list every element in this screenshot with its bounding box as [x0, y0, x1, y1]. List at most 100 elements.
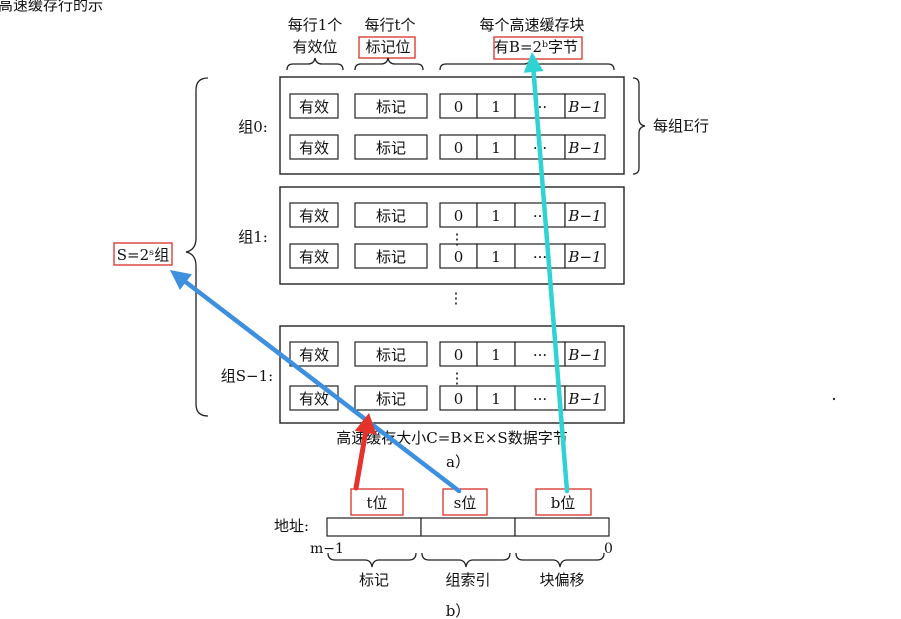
header-block-line1: 每个高速缓存块 — [479, 16, 584, 34]
set-0-line-0-tag-label: 标记 — [376, 98, 406, 116]
set-2-line-1-block-cell-3 — [564, 385, 606, 411]
arrow-b-to-block-size-head — [523, 52, 544, 73]
set-1-vdots: ⋮ — [450, 230, 465, 248]
field-brace-tag — [327, 552, 417, 568]
address-lsb: 0 — [604, 541, 613, 557]
header-block-line2: 有B=2ᵇ字节 — [494, 38, 578, 56]
t-bits-label: t位 — [366, 494, 387, 512]
annotation-arrows — [170, 52, 570, 494]
address-field-offset — [514, 517, 610, 537]
set-1-line-1-block-text-1: 1 — [491, 248, 501, 266]
set-2-line-1-valid-label: 有效 — [299, 390, 329, 408]
sets-vdots: ⋮ — [449, 289, 464, 307]
field-offset-label: 块偏移 — [539, 571, 584, 589]
top-partial-text: 高速缓存行的示 — [0, 0, 103, 14]
arrow-t-to-tag-shaft — [353, 430, 369, 491]
set-1-line-1-block-cell-0 — [439, 243, 478, 269]
set-2-line-0-tag-cell — [354, 341, 428, 367]
set-2-line-0-block-text-3: B−1 — [567, 346, 601, 364]
set-2-line-0-block-text-0: 0 — [454, 346, 464, 364]
set-2-line-1-block-cell-2 — [514, 385, 566, 411]
address-label: 地址: — [274, 517, 309, 535]
set-0-line-1-tag-label: 标记 — [376, 139, 406, 157]
set-1-line-0-block-cell-3 — [564, 202, 606, 228]
b-bits-redbox — [535, 488, 592, 516]
num-sets-brace — [185, 77, 209, 417]
set-2-line-1-tag-cell — [354, 385, 428, 411]
set-2-line-0-block-text-1: 1 — [491, 346, 501, 364]
set-1-line-1-block-text-3: B−1 — [567, 248, 601, 266]
set-2-line-1-block-text-1: 1 — [491, 390, 501, 408]
set-0-line-1-tag-cell — [354, 134, 428, 160]
field-brace-index — [421, 552, 511, 568]
arrow-s-to-num-sets-shaft — [183, 279, 462, 494]
set-2-line-1-block-cell-0 — [439, 385, 478, 411]
set-0-line-1-block-text-0: 0 — [454, 139, 464, 157]
set-0-line-0-block-text-1: 1 — [491, 98, 501, 116]
set-2-line-0-valid-label: 有效 — [299, 346, 329, 364]
t-bits-redbox — [350, 488, 404, 516]
set-1-line-0-tag-cell — [354, 202, 428, 228]
per-set-brace — [632, 77, 646, 175]
set-0-line-1-valid-label: 有效 — [299, 139, 329, 157]
sets-layer: 组0:有效标记01···B−1有效标记01···B−1组1:有效标记01···B… — [221, 76, 625, 424]
set-2-line-1-block-text-0: 0 — [454, 390, 464, 408]
set-2-line-1-tag-label: 标记 — [376, 390, 406, 408]
set-1-line-1-valid-label: 有效 — [299, 248, 329, 266]
set-2-label: 组S−1: — [221, 367, 273, 385]
set-1-line-1-tag-cell — [354, 243, 428, 269]
set-2-line-0-block-text-2: ··· — [533, 346, 547, 364]
header-block-redbox — [493, 36, 583, 60]
set-1-line-1-valid-cell — [289, 243, 339, 269]
header-brace-valid — [286, 57, 344, 71]
set-0-line-1-block-cell-0 — [439, 134, 478, 160]
set-0-line-1-block-text-3: B−1 — [567, 139, 601, 157]
b-bits-label: b位 — [551, 494, 576, 512]
set-2-vdots: ⋮ — [450, 369, 465, 387]
address-msb: m−1 — [310, 541, 344, 557]
set-0-line-0-valid-cell — [289, 93, 339, 119]
set-0-line-1-valid-cell — [289, 134, 339, 160]
header-valid-line1: 每行1个 — [288, 16, 343, 34]
header-tag-line2: 标记位 — [365, 38, 410, 56]
set-1-line-1-block-cell-3 — [564, 243, 606, 269]
set-0-line-0-block-cell-3 — [564, 93, 606, 119]
set-1-line-1-block-text-0: 0 — [454, 248, 464, 266]
set-0-line-0-block-text-3: B−1 — [567, 98, 601, 116]
set-1-line-0-block-text-0: 0 — [454, 207, 464, 225]
set-0-line-1-block-text-1: 1 — [491, 139, 501, 157]
header-valid-line2: 有效位 — [292, 38, 337, 56]
num-sets-label: S=2ˢ组 — [117, 246, 169, 264]
arrow-t-to-tag-head — [354, 413, 377, 435]
set-1-label: 组1: — [238, 228, 268, 246]
address-field-tag — [326, 517, 422, 537]
set-1-line-0-valid-label: 有效 — [299, 207, 329, 225]
stray-dot — [832, 397, 836, 401]
set-2-line-1-block-text-3: B−1 — [567, 390, 601, 408]
set-1-line-0-block-text-3: B−1 — [567, 207, 601, 225]
set-1-line-1-block-cell-2 — [514, 243, 566, 269]
caption-a: a） — [446, 453, 470, 471]
set-0-line-0-valid-label: 有效 — [299, 98, 329, 116]
set-1-line-0-block-cell-0 — [439, 202, 478, 228]
set-2-line-1-block-text-2: ··· — [533, 390, 547, 408]
set-2-line-0-valid-cell — [289, 341, 339, 367]
field-index-label: 组索引 — [445, 571, 490, 589]
set-1-line-0-block-text-1: 1 — [491, 207, 501, 225]
per-set-label: 每组E行 — [653, 117, 709, 135]
header-tag-redbox — [358, 36, 416, 59]
s-bits-redbox — [442, 488, 488, 516]
num-sets-redbox — [113, 242, 173, 266]
header-brace-tag — [354, 57, 424, 71]
set-2-line-0-block-cell-3 — [564, 341, 606, 367]
set-2-line-0-tag-label: 标记 — [376, 346, 406, 364]
field-tag-label: 标记 — [359, 571, 389, 589]
address-field-index — [420, 517, 516, 537]
s-bits-label: s位 — [454, 494, 477, 512]
arrow-s-to-num-sets-head — [170, 270, 192, 291]
set-1-line-0-tag-label: 标记 — [376, 207, 406, 225]
set-1-line-0-block-cell-2 — [514, 202, 566, 228]
caption-b: b） — [446, 602, 471, 619]
field-brace-offset — [515, 552, 605, 568]
